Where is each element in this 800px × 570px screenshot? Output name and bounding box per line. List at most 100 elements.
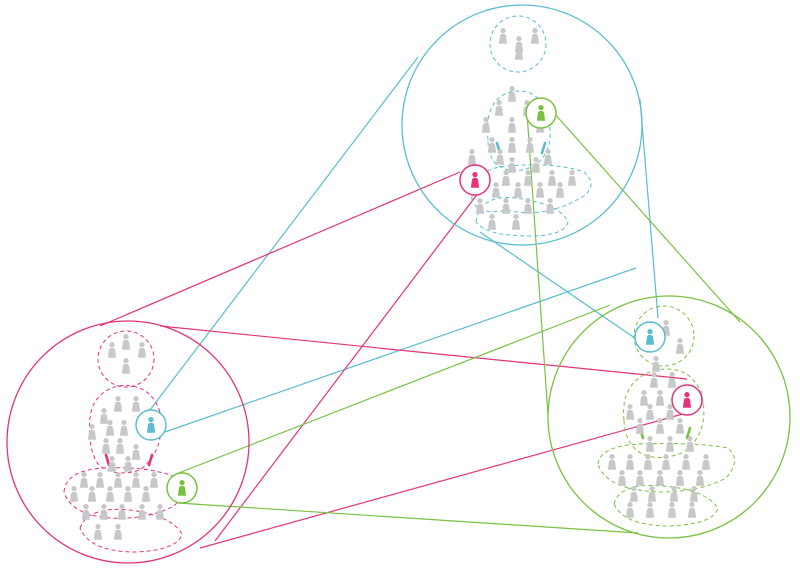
person-icon [645, 403, 655, 420]
connector-line-blue [639, 98, 659, 319]
person-icon [655, 469, 665, 486]
person-icon [507, 156, 517, 173]
person-icon [625, 403, 635, 420]
person-icon [567, 169, 577, 186]
subgroup-outline-green [633, 305, 695, 367]
group-circle-blue [401, 4, 643, 246]
person-icon [69, 485, 79, 502]
person-icon [645, 501, 655, 518]
person-icon [635, 417, 645, 434]
highlight-pink-near-blue [459, 164, 491, 196]
people-icons [69, 27, 711, 540]
person-icon [607, 453, 617, 470]
person-icon [79, 471, 89, 488]
connector-line-pink [214, 179, 489, 542]
person-icon [675, 469, 685, 486]
accent-mark-blue [540, 141, 547, 155]
person-icon [507, 116, 517, 133]
person-icon [701, 453, 711, 470]
person-icon [149, 471, 159, 488]
person-icon [695, 469, 705, 486]
person-icon [535, 181, 545, 198]
person-icon [675, 337, 685, 354]
accent-mark-pink [147, 453, 154, 467]
person-icon [115, 437, 125, 454]
connector-line-blue [149, 56, 419, 411]
highlight-blue-in-pink [135, 409, 167, 441]
highlight-green-in-blue [525, 97, 557, 129]
connector-line-green [526, 112, 549, 416]
highlight-green-in-pink [166, 472, 198, 504]
connector-line-pink [159, 325, 688, 380]
person-icon [531, 156, 541, 173]
person-icon [525, 136, 535, 153]
highlighted-members [135, 97, 703, 504]
person-icon [491, 181, 501, 198]
person-icon [141, 485, 151, 502]
person-icon [667, 501, 677, 518]
subgroup-outline-green [597, 443, 735, 493]
person-icon [101, 437, 111, 454]
person-icon [507, 136, 517, 153]
person-icon [467, 148, 477, 165]
connector-lines [99, 56, 741, 549]
person-icon [667, 371, 677, 388]
subgroup-outline-blue [489, 15, 547, 73]
person-icon [523, 197, 533, 214]
person-icon [481, 116, 491, 133]
person-icon [117, 503, 127, 520]
person-icon [675, 417, 685, 434]
person-icon [131, 443, 141, 460]
person-icon [530, 27, 540, 44]
subgroup-outline-green [623, 368, 705, 458]
subgroup-outlines [63, 15, 735, 553]
person-icon [137, 341, 147, 358]
person-icon [513, 181, 523, 198]
person-icon [639, 389, 649, 406]
person-icon [131, 395, 141, 412]
accent-mark-pink [104, 453, 111, 467]
person-icon [107, 341, 117, 358]
person-icon [123, 455, 133, 472]
person-icon [121, 357, 131, 374]
person-icon [625, 501, 635, 518]
person-icon [651, 355, 661, 372]
person-icon [123, 485, 133, 502]
person-icon [475, 197, 485, 214]
person-icon [113, 523, 123, 540]
group-circles [6, 4, 791, 564]
person-icon [625, 453, 635, 470]
highlight-pink-in-green [671, 384, 703, 416]
person-icon [498, 27, 508, 44]
person-icon [107, 455, 117, 472]
person-icon [93, 523, 103, 540]
person-icon [495, 148, 505, 165]
person-icon [113, 471, 123, 488]
person-icon [547, 169, 557, 186]
person-icon [119, 419, 129, 436]
person-icon [514, 35, 524, 52]
person-icon [99, 503, 109, 520]
subgroup-outline-pink [89, 385, 162, 474]
subgroup-outline-pink [79, 508, 183, 553]
highlight-blue-in-green [634, 321, 666, 353]
connector-line-green [553, 112, 741, 323]
group-circle-green [547, 295, 791, 539]
connector-line-blue [479, 231, 646, 346]
person-icon [543, 148, 553, 165]
person-icon [665, 435, 675, 452]
person-icon [649, 371, 659, 388]
person-icon [545, 197, 555, 214]
connector-line-pink [199, 409, 698, 549]
person-icon [687, 501, 697, 518]
group-circle-pink [6, 320, 250, 564]
person-icon [487, 213, 497, 230]
person-icon [507, 85, 517, 102]
person-icon [655, 417, 665, 434]
person-icon [511, 213, 521, 230]
person-icon [501, 197, 511, 214]
person-icon [95, 471, 105, 488]
connector-line-pink [99, 171, 461, 327]
person-icon [137, 503, 147, 520]
